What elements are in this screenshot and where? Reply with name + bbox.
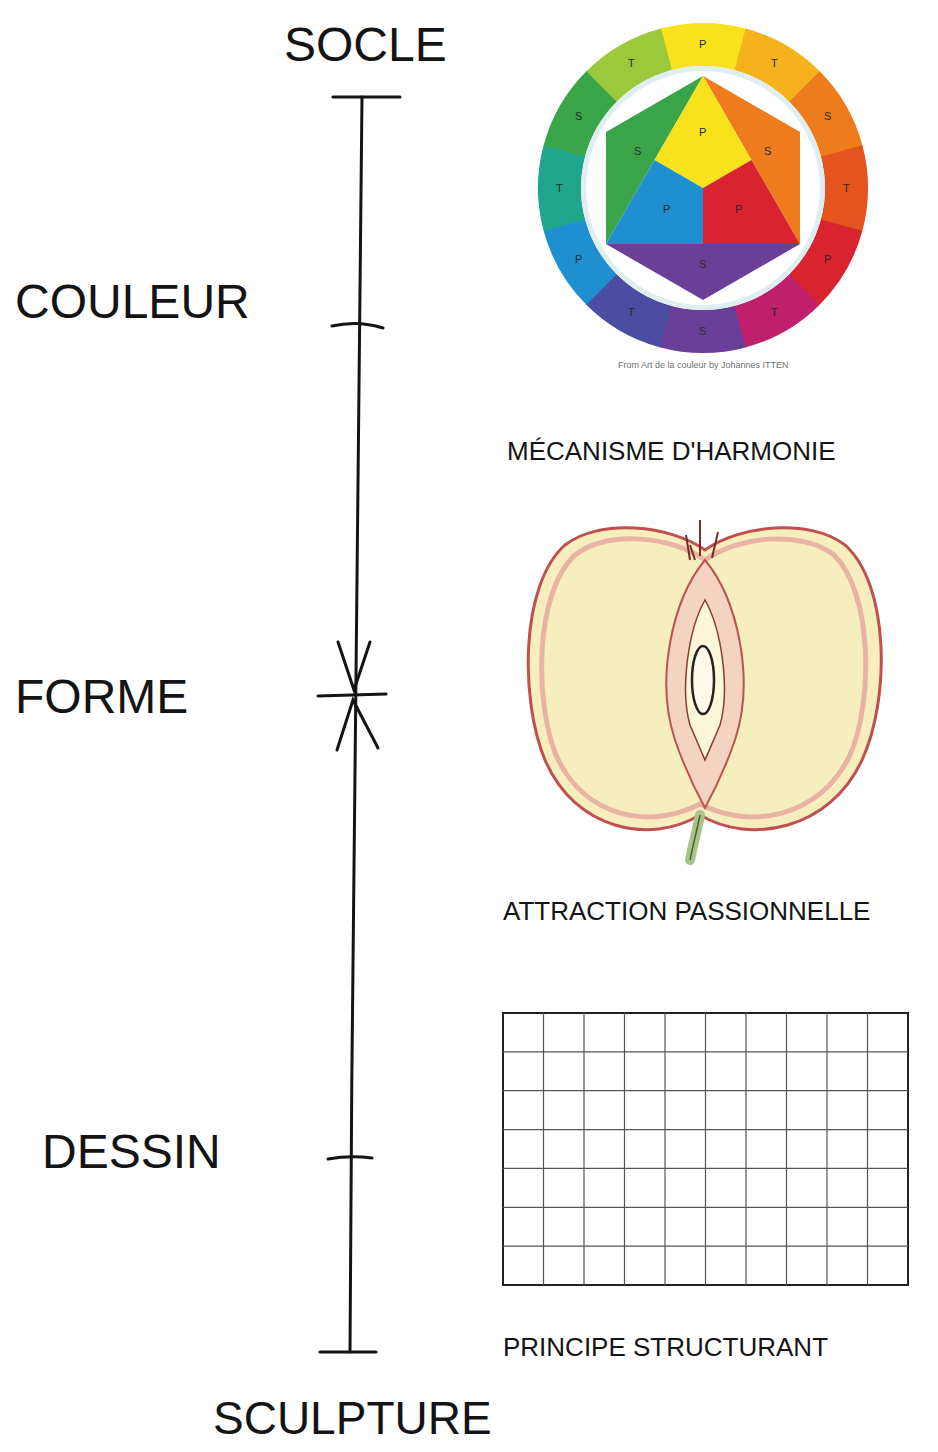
apple-calyx (686, 520, 718, 560)
apple-chamber (686, 600, 725, 760)
wheel-letter: P (575, 253, 582, 266)
axis-label: SCULPTURE (213, 1392, 492, 1445)
bottom-cap (320, 1351, 376, 1354)
wheel-letter: S (699, 258, 706, 271)
wheel-segment (527, 12, 879, 364)
wheel-segment (500, 0, 906, 391)
tick (328, 1157, 372, 1159)
arrow-head (338, 642, 370, 690)
wheel-letter: S (764, 145, 771, 158)
wheel-letter: T (771, 306, 778, 319)
wheel-band (581, 66, 825, 310)
caption: ATTRACTION PASSIONNELLE (503, 897, 870, 927)
axis-label: FORME (15, 669, 188, 724)
wheel-letter: T (843, 182, 850, 195)
wheel-letter: P (663, 203, 670, 216)
wheel-letter: S (699, 325, 706, 338)
caption: MÉCANISME D'HARMONIE (507, 437, 836, 467)
wheel-letter: P (824, 253, 831, 266)
wheel-letter: S (634, 145, 641, 158)
axis-label: COULEUR (15, 274, 250, 329)
wheel-letter: P (699, 126, 706, 139)
primary-kite (606, 160, 703, 244)
primary-kite (703, 160, 800, 244)
wheel-segment (527, 12, 879, 364)
grid-lines (544, 1013, 868, 1285)
wheel-segment (527, 12, 879, 364)
wheel-letter: P (699, 38, 706, 51)
wheel-letter: T (628, 57, 635, 70)
tick (332, 323, 383, 328)
secondary-triangle (606, 244, 800, 300)
wheel-letter: T (771, 57, 778, 70)
axis-label: DESSIN (42, 1124, 221, 1179)
top-cap (333, 96, 400, 99)
axis-label: SOCLE (284, 17, 447, 72)
arrow-head (337, 700, 378, 750)
image-credit: From Art de la couleur by Johannes ITTEN (618, 360, 789, 370)
apple-seed (692, 646, 714, 714)
wheel-segment (500, 0, 906, 391)
apple-stem-outline (690, 815, 700, 860)
apple-flesh (528, 528, 881, 830)
apple-core (666, 560, 743, 808)
apple-skin-inner (542, 539, 866, 817)
axis-line (350, 97, 362, 1352)
wheel-letter: P (735, 203, 742, 216)
wheel-segment (500, 0, 906, 391)
wheel-segment (527, 12, 879, 364)
wheel-segment (527, 12, 879, 364)
grid-frame (503, 1013, 908, 1285)
apple-stem (690, 815, 700, 860)
wheel-inner (586, 71, 820, 305)
caption: PRINCIPE STRUCTURANT (503, 1333, 828, 1363)
wheel-segment (527, 12, 879, 364)
tick (318, 694, 386, 696)
wheel-letter: S (575, 110, 582, 123)
wheel-letter: T (628, 306, 635, 319)
wheel-segment (527, 12, 879, 364)
grid-lines (503, 1052, 908, 1246)
wheel-letter: T (556, 182, 563, 195)
wheel-letter: S (824, 110, 831, 123)
wheel-segment (527, 12, 879, 364)
wheel-segment (500, 0, 906, 391)
